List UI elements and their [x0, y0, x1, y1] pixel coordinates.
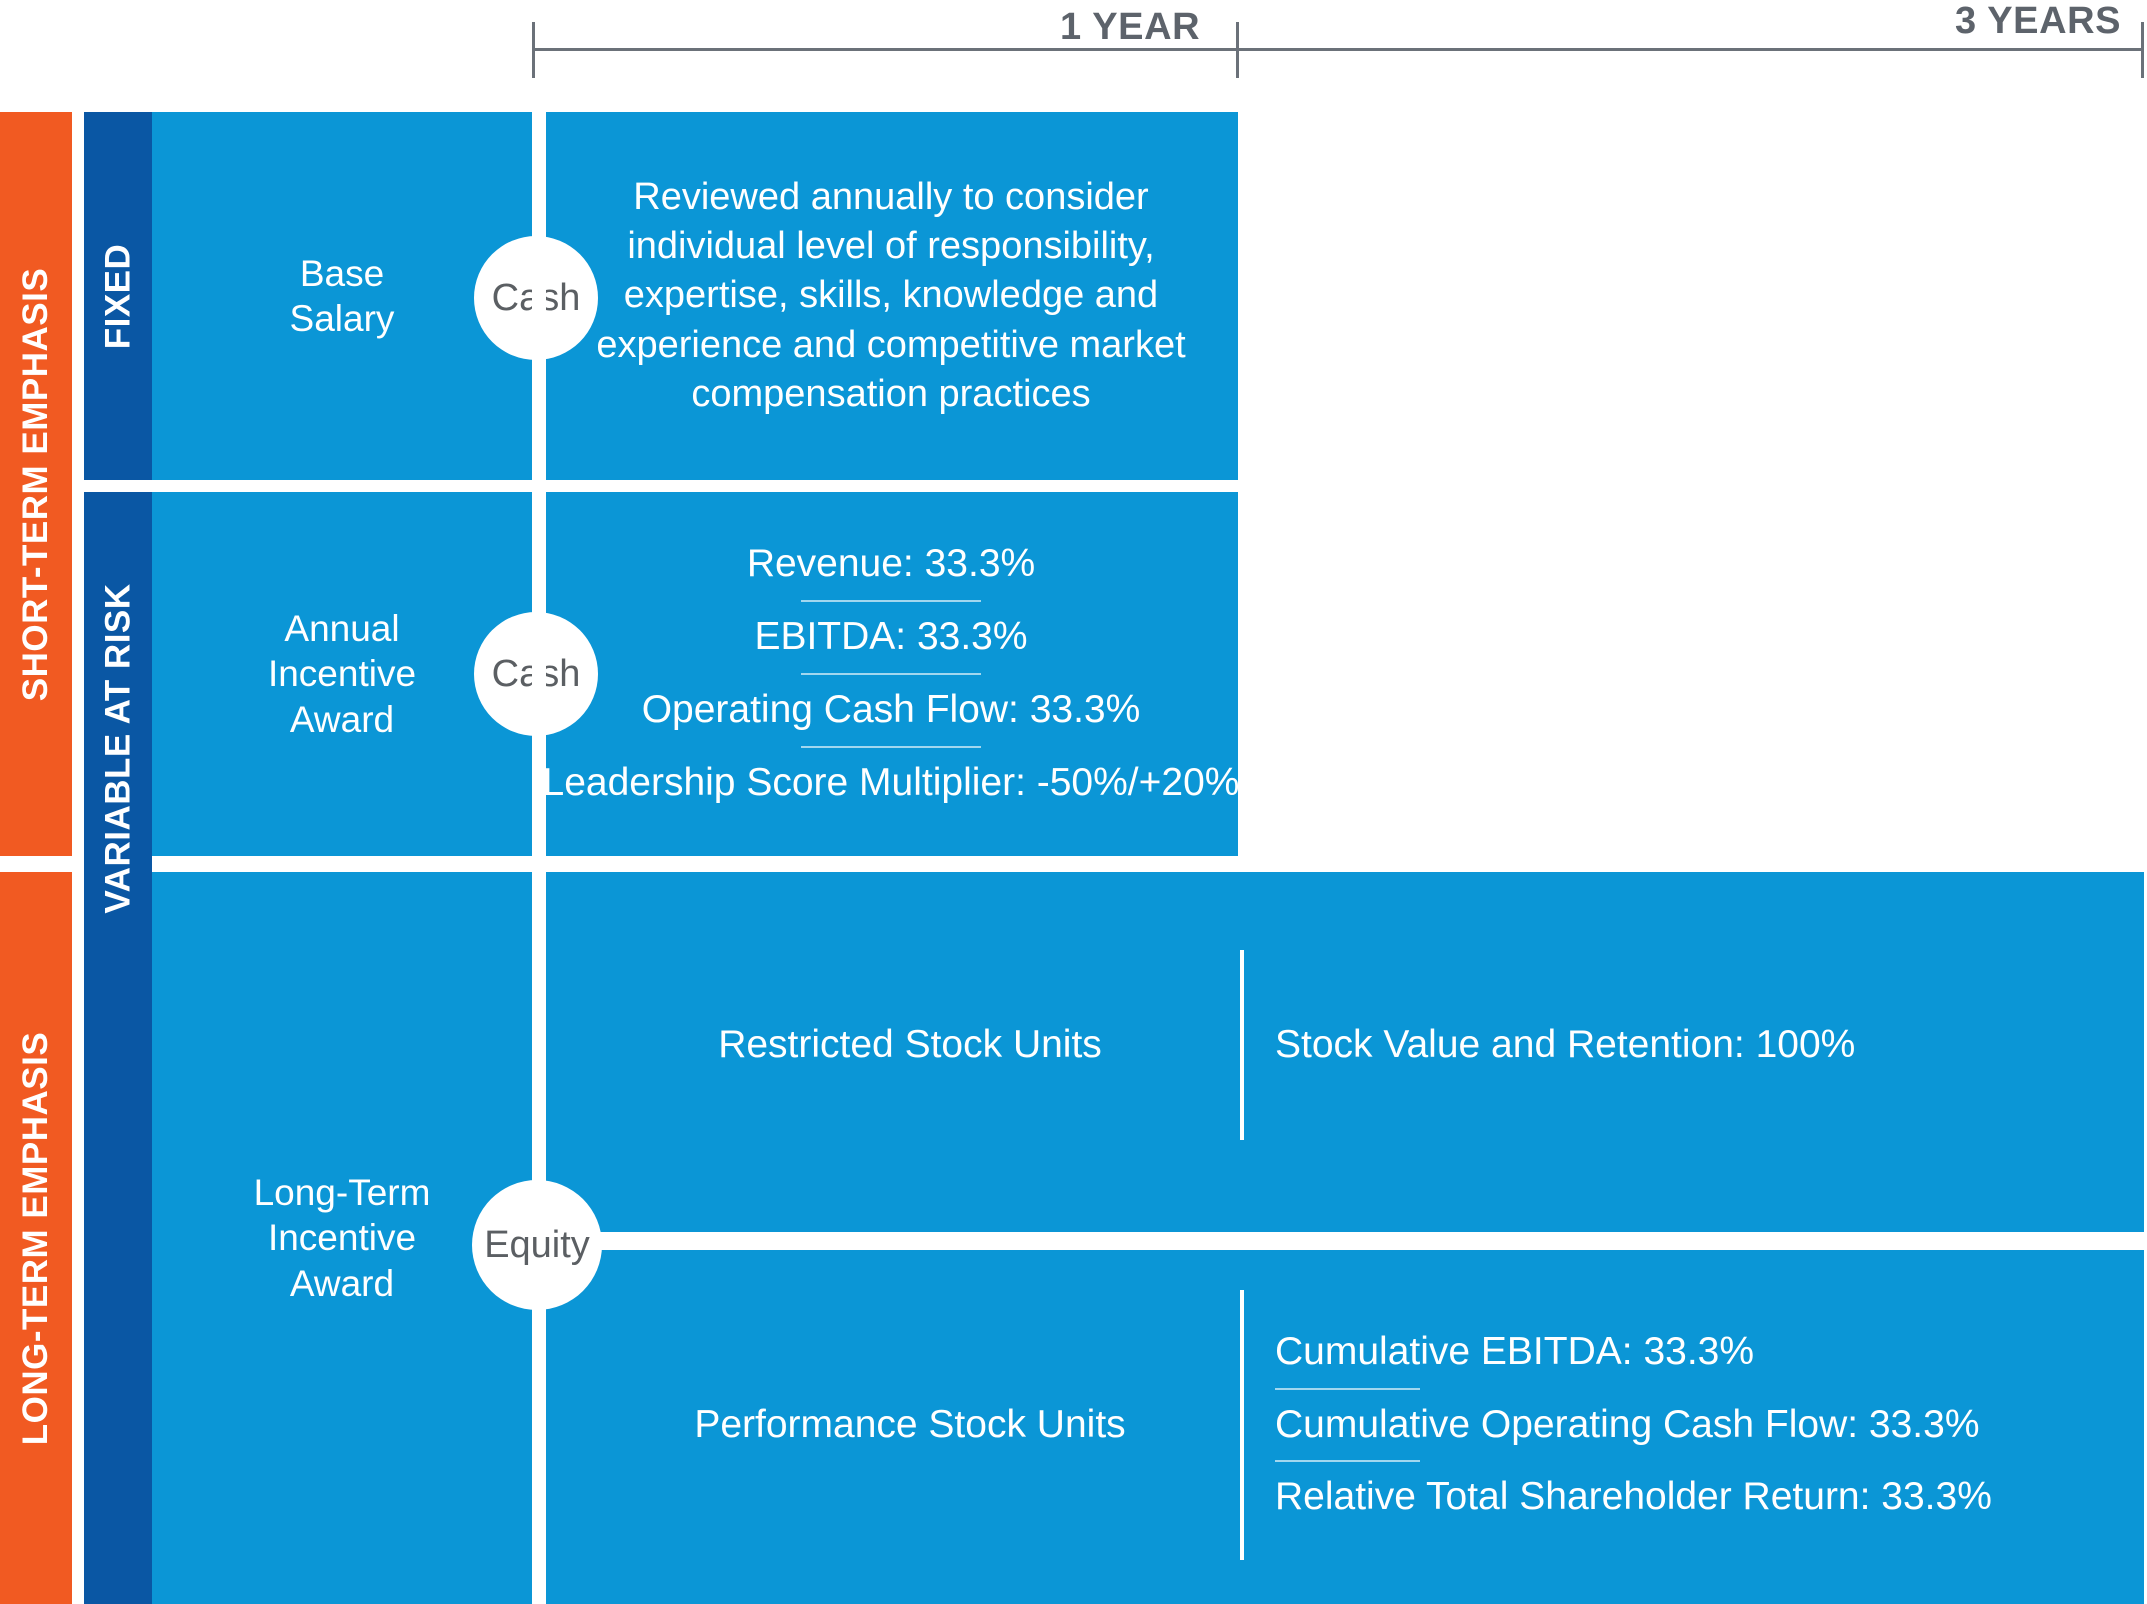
- annual-incentive-metric: Operating Cash Flow: 33.3%: [641, 688, 1141, 731]
- risk-bar-fixed-label: FIXED: [98, 243, 138, 349]
- timeline-column-divider: [532, 112, 546, 1604]
- one-year-label: 1 YEAR: [1060, 6, 1201, 48]
- annual-incentive-name: Annual Incentive Award: [267, 608, 417, 740]
- long-term-incentive-vehicle-label: Equity: [484, 1224, 590, 1266]
- psu-metric: Cumulative Operating Cash Flow: 33.3%: [1275, 1402, 1980, 1446]
- rsu-metric: Stock Value and Retention: 100%: [1275, 1022, 1856, 1066]
- one-year-bracket-line: [532, 48, 1238, 51]
- psu-metrics: Cumulative EBITDA: 33.3% Cumulative Oper…: [1275, 1290, 2135, 1560]
- annual-incentive-metrics: Revenue: 33.3% EBITDA: 33.3% Operating C…: [542, 492, 1240, 856]
- rsu-metrics-divider: [1240, 950, 1244, 1140]
- annual-incentive-metric: Leadership Score Multiplier: -50%/+20%: [542, 760, 1240, 804]
- emphasis-bar-short-term-label: SHORT-TERM EMPHASIS: [16, 267, 56, 701]
- risk-bar-variable-at-risk: VARIABLE AT RISK: [84, 492, 152, 1604]
- lti-awards-divider: [598, 1232, 2144, 1250]
- annual-incentive-panel-left: [152, 492, 532, 856]
- psu-name: Performance Stock Units: [694, 1402, 1126, 1446]
- three-years-bracket-line: [1236, 48, 2144, 51]
- risk-bar-variable-at-risk-label: VARIABLE AT RISK: [98, 582, 138, 914]
- risk-bar-fixed: FIXED: [84, 112, 152, 480]
- base-salary-panel-left: [152, 112, 532, 480]
- base-salary-description-wrap: Reviewed annually to consider individual…: [544, 112, 1238, 480]
- three-years-bracket-end-tick: [2141, 22, 2144, 78]
- one-year-bracket-start-tick: [532, 22, 535, 78]
- metric-separator: [801, 600, 981, 603]
- emphasis-bar-long-term-label: LONG-TERM EMPHASIS: [16, 1031, 56, 1445]
- long-term-incentive-name: Long-Term Incentive Award: [253, 1172, 431, 1304]
- long-term-incentive-vehicle-circle: Equity: [472, 1180, 602, 1310]
- annual-incentive-metric: EBITDA: 33.3%: [754, 615, 1028, 659]
- psu-metric: Cumulative EBITDA: 33.3%: [1275, 1329, 1755, 1373]
- base-salary-name: Base Salary: [289, 252, 395, 339]
- rsu-name: Restricted Stock Units: [718, 1022, 1102, 1066]
- emphasis-bar-short-term: SHORT-TERM EMPHASIS: [0, 112, 72, 856]
- metric-separator: [1275, 1460, 1420, 1463]
- psu-metrics-divider: [1240, 1290, 1244, 1560]
- metric-separator: [801, 673, 981, 675]
- emphasis-bar-long-term: LONG-TERM EMPHASIS: [0, 872, 72, 1604]
- metric-separator: [1275, 1387, 1420, 1390]
- long-term-incentive-panel-left: [152, 872, 532, 1604]
- base-salary-description: Reviewed annually to consider individual…: [596, 175, 1186, 416]
- base-salary-panel-right: [544, 112, 1238, 480]
- annual-incentive-metric: Revenue: 33.3%: [746, 542, 1036, 586]
- three-years-label: 3 YEARS: [1955, 0, 2122, 42]
- psu-metric: Relative Total Shareholder Return: 33.3%: [1275, 1475, 1992, 1519]
- metric-separator: [801, 745, 981, 748]
